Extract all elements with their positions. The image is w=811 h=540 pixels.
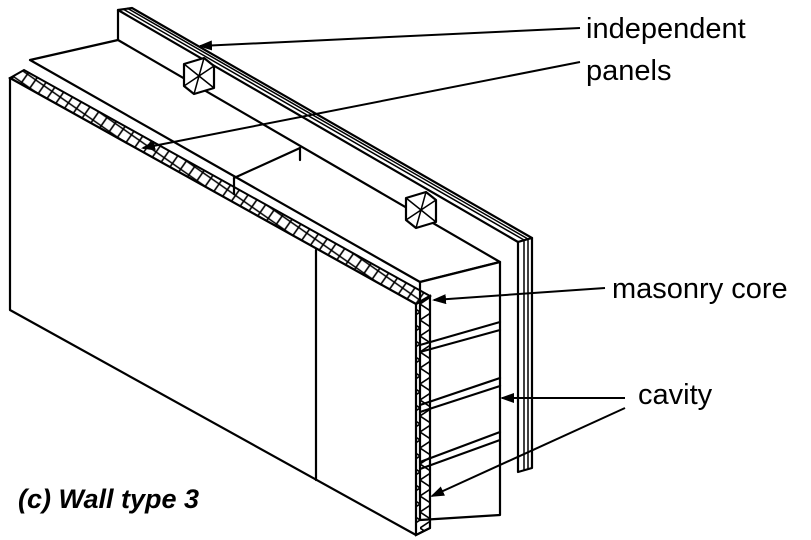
leader-arrows: [141, 27, 626, 497]
arrow-independent-front: [141, 61, 581, 151]
arrow-masonry-core: [432, 287, 606, 305]
label-independent: independent: [586, 13, 746, 45]
front-panel: [7, 68, 433, 537]
label-masonry-core: masonry core: [612, 273, 788, 305]
label-panels: panels: [586, 55, 671, 87]
figure-caption: (c) Wall type 3: [18, 484, 199, 514]
back-panel: [116, 6, 534, 474]
label-cavity: cavity: [638, 379, 713, 411]
arrow-independent-back: [198, 27, 581, 51]
wall-tie-lower: [404, 190, 438, 230]
masonry-core: [28, 38, 502, 522]
wall-tie-upper: [182, 56, 216, 96]
arrow-cavity-front: [430, 407, 626, 497]
